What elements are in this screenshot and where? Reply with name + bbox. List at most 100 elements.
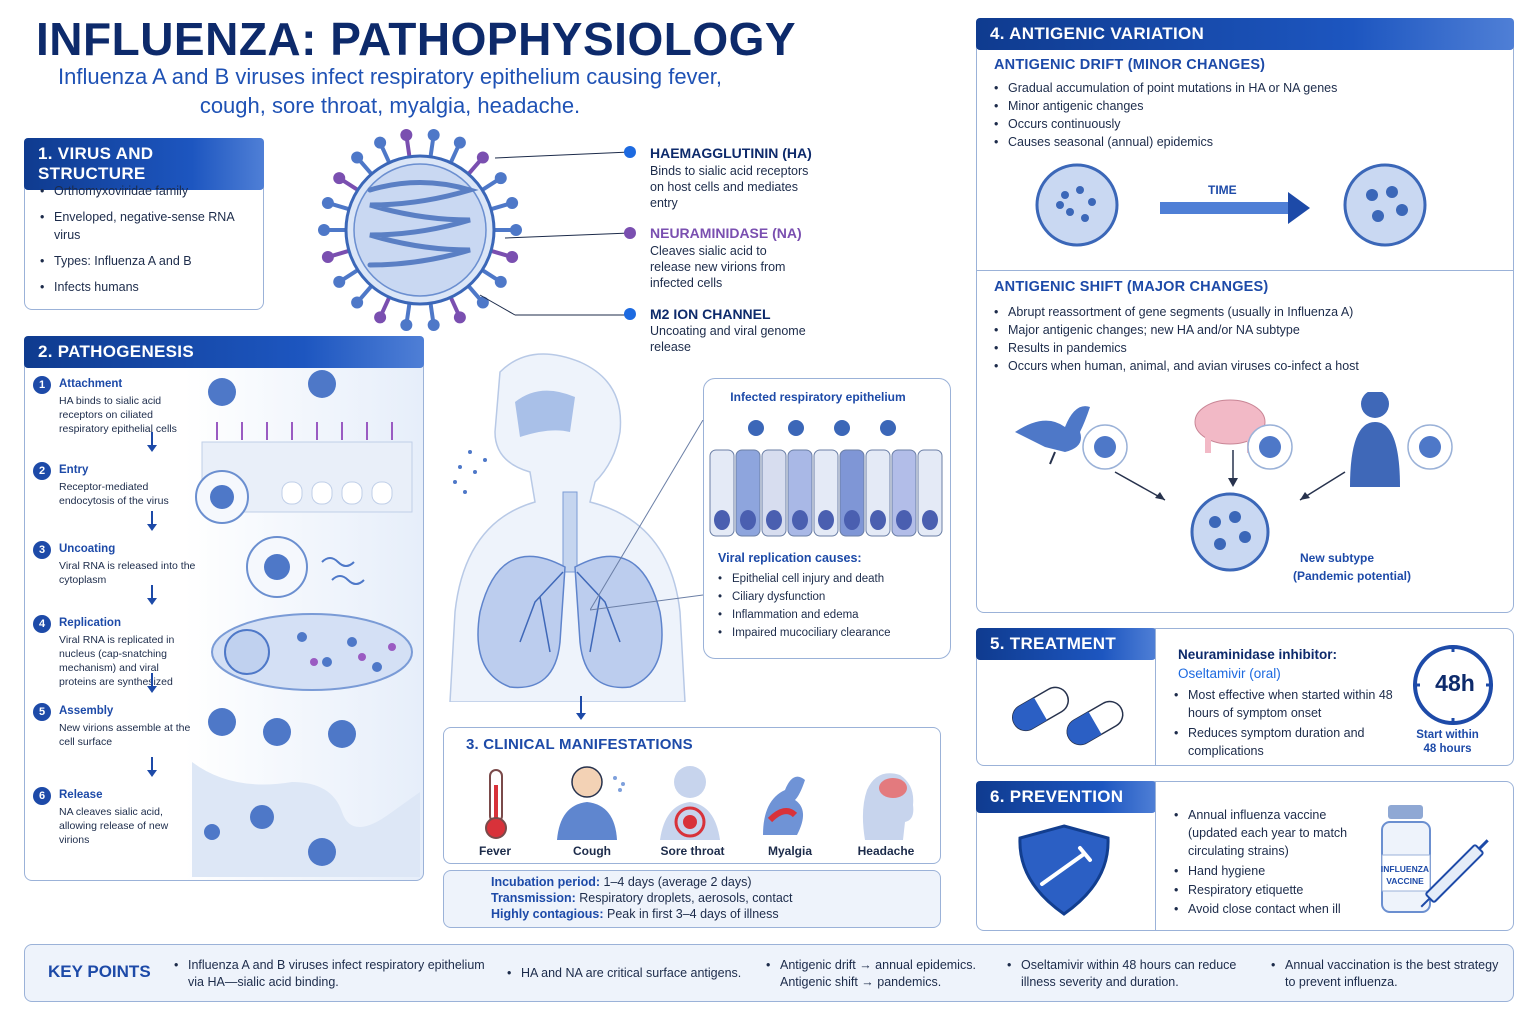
treatment-item: Most effective when started within 48 ho… — [1172, 686, 1402, 722]
prevention-divider — [1155, 781, 1156, 931]
spike-head — [427, 128, 440, 141]
step-title: Assembly — [59, 705, 114, 717]
shift-title: ANTIGENIC SHIFT (MAJOR CHANGES) — [994, 279, 1269, 295]
fever-icon — [485, 769, 507, 839]
fact-contagious: Highly contagious: Peak in first 3–4 day… — [491, 907, 779, 921]
symptom-fever: Fever — [478, 844, 512, 858]
human-icon — [1350, 392, 1400, 487]
time-label: TIME — [1208, 183, 1237, 197]
virion-spikes — [318, 128, 522, 332]
shield-icon — [1018, 824, 1110, 916]
cause-item: Impaired mucociliary clearance — [716, 624, 944, 642]
step-description: Receptor-mediated endocytosis of the vir… — [59, 481, 169, 507]
step-title: Replication — [59, 617, 121, 629]
key-point: Oseltamivir within 48 hours can reduce i… — [1007, 957, 1257, 991]
cell-nucleus — [896, 510, 912, 530]
clinical-title: 3. CLINICAL MANIFESTATIONS — [466, 736, 693, 753]
cause-item: Inflammation and edema — [716, 606, 944, 624]
spike-head — [400, 319, 413, 332]
new-subtype-virion — [1190, 492, 1270, 572]
drift-item: Minor antigenic changes — [992, 97, 1502, 115]
spike-head — [453, 311, 466, 324]
step-number: 1 — [33, 376, 51, 394]
spike-head — [510, 224, 522, 236]
spike-head — [351, 296, 364, 309]
virion-before-drift — [1035, 163, 1119, 247]
shift-item: Occurs when human, animal, and avian vir… — [992, 357, 1502, 375]
symptom-icons — [485, 766, 914, 840]
spike-head — [333, 275, 346, 288]
virus-item: Enveloped, negative-sense RNA virus — [38, 208, 260, 244]
prevention-item: Respiratory etiquette — [1172, 881, 1362, 899]
spike-head — [506, 251, 519, 264]
step-description: HA binds to sialic acid receptors on cil… — [59, 395, 177, 435]
step-arrow — [147, 511, 157, 531]
capsule-icon — [1012, 686, 1124, 746]
prevention-item: Hand hygiene — [1172, 862, 1362, 880]
step-title: Uncoating — [59, 543, 116, 555]
key-points-title: KEY POINTS — [48, 962, 151, 981]
pathogenesis-header: 2. PATHOGENESIS — [24, 336, 424, 368]
shift-list: Abrupt reassortment of gene segments (us… — [992, 303, 1502, 375]
epithelium-connector — [590, 420, 704, 611]
cell-nucleus — [792, 510, 808, 530]
vial-label-2: VACCINE — [1386, 876, 1424, 886]
virion-after-drift — [1343, 163, 1427, 247]
respiratory-tract-illustration — [449, 353, 686, 702]
fact-transmission: Transmission: Respiratory droplets, aero… — [491, 891, 793, 905]
key-point: HA and NA are critical surface antigens. — [507, 965, 757, 982]
step-title: Entry — [59, 464, 89, 476]
symptom-myalgia: Myalgia — [767, 844, 812, 858]
key-point: Antigenic drift → annual epidemics. Anti… — [766, 957, 996, 991]
ha-title: HAEMAGGLUTININ (HA) — [650, 145, 812, 161]
new-subtype-label: New subtype — [1300, 551, 1375, 565]
step-title: Release — [59, 789, 103, 801]
shift-illustration — [1015, 392, 1453, 572]
epithelium-causes-title: Viral replication causes: — [718, 551, 862, 565]
clock-caption-2: 48 hours — [1423, 743, 1472, 755]
step-number: 6 — [33, 787, 51, 805]
step-arrow — [147, 757, 157, 777]
m2-title: M2 ION CHANNEL — [650, 306, 771, 322]
key-point: Influenza A and B viruses infect respira… — [174, 957, 494, 991]
fact-incubation: Incubation period: 1–4 days (average 2 d… — [491, 875, 752, 889]
step-number: 5 — [33, 703, 51, 721]
spike-head — [351, 151, 364, 164]
cell-nucleus — [818, 510, 834, 530]
clock-caption-1: Start within — [1416, 729, 1479, 741]
clinical-facts-panel — [443, 870, 941, 928]
drift-shift-divider — [976, 270, 1514, 271]
treatment-item: Reduces symptom duration and complicatio… — [1172, 724, 1402, 760]
epithelium-cells-illustration — [709, 420, 943, 537]
page-title: INFLUENZA: PATHOPHYSIOLOGY — [36, 13, 797, 65]
symptom-headache: Headache — [857, 844, 915, 858]
drift-item: Occurs continuously — [992, 115, 1502, 133]
epithelial-cells — [709, 420, 943, 537]
drift-title: ANTIGENIC DRIFT (MINOR CHANGES) — [994, 57, 1266, 73]
drift-item: Gradual accumulation of point mutations … — [992, 79, 1502, 97]
virion-particle — [748, 420, 764, 436]
myalgia-icon — [763, 776, 805, 835]
virion-particle — [788, 420, 804, 436]
page-subtitle: Influenza A and B viruses infect respira… — [57, 64, 723, 118]
cell-nucleus — [740, 510, 756, 530]
cause-item: Ciliary dysfunction — [716, 588, 944, 606]
down-arrow — [576, 696, 586, 720]
vaccine-syringe-icon — [1381, 805, 1489, 913]
cell-nucleus — [766, 510, 782, 530]
prevention-item: Avoid close contact when ill — [1172, 900, 1362, 918]
spike-head — [476, 296, 489, 309]
virion-particle — [880, 420, 896, 436]
cell-nucleus — [714, 510, 730, 530]
step-arrow — [147, 585, 157, 605]
step-number: 4 — [33, 615, 51, 633]
spike-head — [374, 136, 387, 149]
sore-throat-icon — [660, 766, 720, 840]
virion-particle — [834, 420, 850, 436]
na-title: NEURAMINIDASE (NA) — [650, 225, 802, 241]
treatment-header: 5. TREATMENT — [976, 628, 1156, 660]
virus-item: Infects humans — [38, 278, 260, 296]
step-number: 2 — [33, 462, 51, 480]
step-arrow — [147, 432, 157, 452]
spike-head — [374, 311, 387, 324]
